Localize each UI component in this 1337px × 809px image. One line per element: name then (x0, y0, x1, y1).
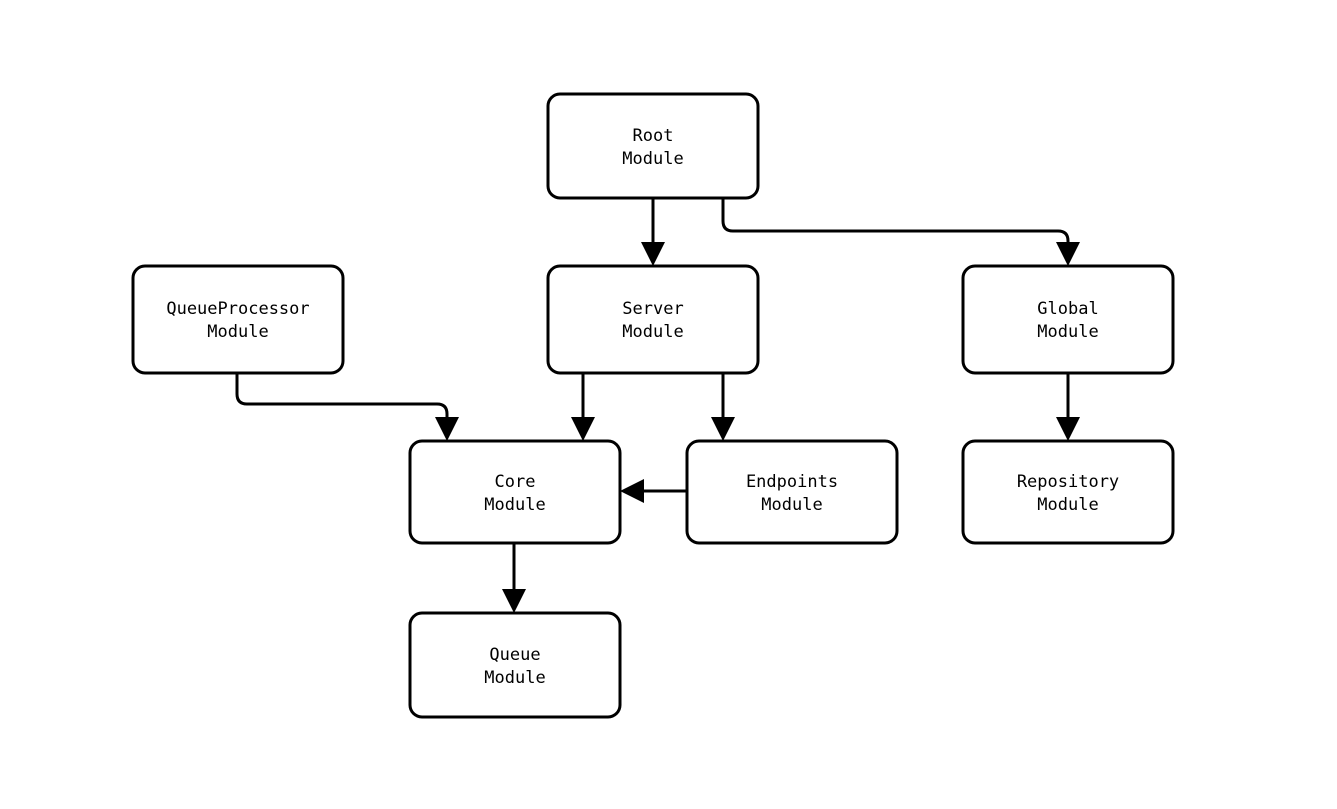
node-queueprocessor-module-label-line2: Module (207, 322, 268, 342)
node-global-module-label-line2: Module (1037, 322, 1098, 342)
node-endpoints-module-shape[interactable] (685, 439, 899, 545)
node-core-module[interactable]: Core Module (408, 439, 622, 545)
node-global-module[interactable]: Global Module (961, 264, 1175, 375)
edge-server-to-core-arrowhead (571, 417, 595, 441)
node-root-module-shape[interactable] (546, 92, 760, 200)
node-endpoints-module-label-line1: Endpoints (746, 472, 838, 492)
node-server-module-label-line2: Module (622, 322, 683, 342)
node-queue-module-shape[interactable] (408, 611, 622, 719)
node-core-module-shape[interactable] (408, 439, 622, 545)
edge-layer (235, 198, 1080, 613)
node-root-module[interactable]: Root Module (546, 92, 760, 200)
node-server-module-shape[interactable] (546, 264, 760, 375)
node-queueprocessor-module[interactable]: QueueProcessor Module (131, 264, 345, 375)
edge-root-to-global-line (721, 198, 1070, 250)
node-queueprocessor-module-label-line1: QueueProcessor (166, 299, 309, 319)
node-server-module[interactable]: Server Module (546, 264, 760, 375)
edge-core-to-queue (502, 543, 526, 613)
edge-root-to-server (641, 198, 665, 266)
node-core-module-label-line1: Core (495, 472, 536, 492)
edge-root-to-global (721, 198, 1080, 266)
node-layer: Root Module QueueProcessor Module Server… (131, 92, 1175, 719)
node-server-module-label-line1: Server (622, 299, 683, 319)
node-core-module-label-line2: Module (484, 495, 545, 515)
node-global-module-label-line1: Global (1037, 299, 1098, 319)
node-root-module-label-line1: Root (633, 126, 674, 146)
node-queue-module[interactable]: Queue Module (408, 611, 622, 719)
edge-global-to-repository (1056, 373, 1080, 441)
edge-server-to-endpoints-arrowhead (711, 417, 735, 441)
node-queue-module-label-line1: Queue (489, 645, 540, 665)
node-repository-module-label-line2: Module (1037, 495, 1098, 515)
node-global-module-shape[interactable] (961, 264, 1175, 375)
node-queueprocessor-module-shape[interactable] (131, 264, 345, 375)
edge-server-to-core (571, 373, 595, 441)
edge-root-to-server-arrowhead (641, 242, 665, 266)
node-queue-module-label-line2: Module (484, 668, 545, 688)
edge-endpoints-to-core-arrowhead (620, 479, 644, 503)
edge-queueprocessor-to-core (235, 373, 459, 441)
edge-queueprocessor-to-core-arrowhead (435, 417, 459, 441)
node-endpoints-module[interactable]: Endpoints Module (685, 439, 899, 545)
edge-core-to-queue-arrowhead (502, 589, 526, 613)
edge-global-to-repository-arrowhead (1056, 417, 1080, 441)
node-endpoints-module-label-line2: Module (761, 495, 822, 515)
node-root-module-label-line2: Module (622, 149, 683, 169)
edge-root-to-global-arrowhead (1056, 242, 1080, 266)
edge-endpoints-to-core (620, 479, 687, 503)
edge-queueprocessor-to-core-line (235, 373, 449, 425)
node-repository-module-shape[interactable] (961, 439, 1175, 545)
node-repository-module-label-line1: Repository (1017, 472, 1119, 492)
node-repository-module[interactable]: Repository Module (961, 439, 1175, 545)
edge-server-to-endpoints (711, 373, 735, 441)
